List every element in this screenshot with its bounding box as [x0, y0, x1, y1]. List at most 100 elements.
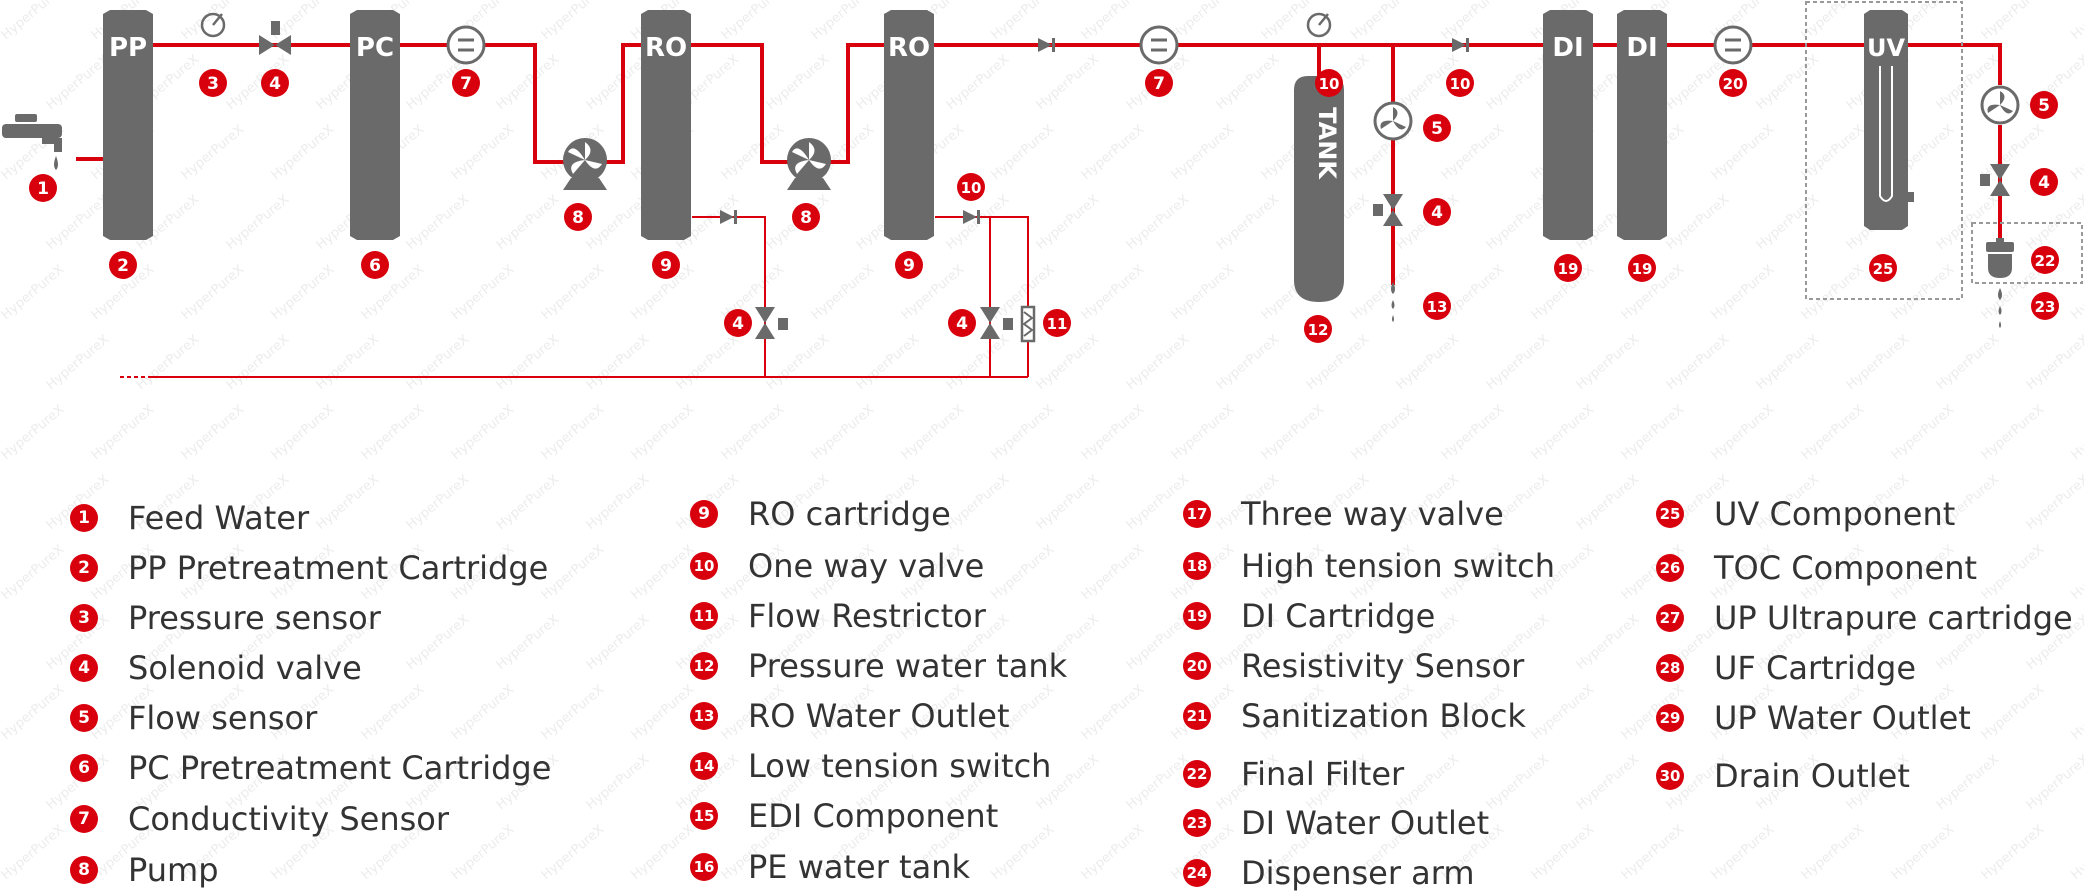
watermark-text: HyperPureX — [989, 822, 1058, 883]
main-line-uv — [1300, 43, 2002, 85]
marker-number: 12 — [1308, 321, 1329, 339]
pump-icon — [787, 138, 831, 190]
watermark-text: HyperPureX — [629, 402, 698, 463]
legend-number-badge: 17 — [1183, 500, 1211, 528]
legend-label: RO Water Outlet — [748, 697, 1010, 735]
watermark-text: HyperPureX — [1169, 402, 1238, 463]
watermark-text: HyperPureX — [1889, 402, 1958, 463]
watermark-text: HyperPureX — [494, 472, 563, 533]
watermark-text: HyperPureX — [44, 192, 113, 253]
legend-item: 13 RO Water Outlet — [690, 694, 1010, 738]
watermark-text: HyperPureX — [1079, 682, 1148, 743]
watermark-text: HyperPureX — [494, 332, 563, 393]
legend-number-badge: 13 — [690, 702, 718, 730]
legend-number-badge: 6 — [70, 754, 98, 782]
marker-9: 9 — [652, 251, 680, 279]
cartridge-label: TANK — [1313, 107, 1341, 180]
watermark-text: HyperPureX — [269, 262, 338, 323]
watermark-text: HyperPureX — [989, 122, 1058, 183]
watermark-text: HyperPureX — [2069, 542, 2084, 603]
marker-19: 19 — [1554, 254, 1582, 282]
watermark-text: HyperPureX — [719, 122, 788, 183]
solenoid-valve-icon — [259, 21, 291, 55]
watermark-text: HyperPureX — [269, 122, 338, 183]
watermark-text: HyperPureX — [224, 192, 293, 253]
watermark-text: HyperPureX — [2024, 752, 2084, 813]
watermark-text: HyperPureX — [1574, 472, 1643, 533]
watermark-text: HyperPureX — [404, 612, 473, 673]
watermark-text: HyperPureX — [2069, 122, 2084, 183]
watermark-text: HyperPureX — [989, 402, 1058, 463]
conductivity-sensor-icon — [1139, 25, 1179, 65]
legend-label: Sanitization Block — [1241, 697, 1526, 735]
legend-number-badge: 10 — [690, 552, 718, 580]
watermark-text: HyperPureX — [899, 402, 968, 463]
watermark-text: HyperPureX — [1799, 262, 1868, 323]
watermark-text: HyperPureX — [719, 0, 788, 43]
cartridge-label: PC — [356, 33, 394, 63]
watermark-text: HyperPureX — [1844, 332, 1913, 393]
watermark-text: HyperPureX — [1484, 332, 1553, 393]
watermark-text: HyperPureX — [1484, 52, 1553, 113]
marker-6: 6 — [361, 251, 389, 279]
water-drops-icon — [1391, 282, 1395, 322]
watermark-text: HyperPureX — [944, 332, 1013, 393]
watermark-text: HyperPureX — [1079, 402, 1148, 463]
watermark-text: HyperPureX — [809, 262, 878, 323]
watermark-text: HyperPureX — [449, 822, 518, 883]
watermark-text: HyperPureX — [1664, 332, 1733, 393]
marker-10: 10 — [1446, 69, 1474, 97]
watermark-text: HyperPureX — [269, 402, 338, 463]
legend-number-badge: 23 — [1183, 809, 1211, 837]
marker-number: 3 — [207, 74, 219, 94]
watermark-text: HyperPureX — [1799, 402, 1868, 463]
marker-5: 5 — [1423, 114, 1451, 142]
watermark-text: HyperPureX — [404, 192, 473, 253]
marker-5: 5 — [2030, 91, 2058, 119]
cartridge-label: RO — [645, 33, 687, 63]
watermark-text: HyperPureX — [1979, 542, 2048, 603]
main-line-upper — [103, 43, 569, 164]
watermark-text: HyperPureX — [1169, 0, 1238, 43]
marker-number: 13 — [1427, 298, 1448, 316]
watermark-text: HyperPureX — [404, 332, 473, 393]
legend-label: Pressure water tank — [748, 647, 1068, 685]
watermark-text: HyperPureX — [854, 332, 923, 393]
legend-number-badge: 3 — [70, 604, 98, 632]
watermark-text: HyperPureX — [1979, 0, 2048, 43]
watermark-text: HyperPureX — [179, 122, 248, 183]
watermark-text: HyperPureX — [449, 682, 518, 743]
marker-number: 7 — [1153, 74, 1165, 94]
legend-label: DI Water Outlet — [1241, 804, 1490, 842]
marker-number: 8 — [800, 208, 812, 228]
watermark-text: HyperPureX — [1979, 402, 2048, 463]
marker-number: 4 — [1431, 203, 1443, 223]
watermark-text: HyperPureX — [1709, 122, 1778, 183]
watermark-text: HyperPureX — [1754, 332, 1823, 393]
legend-label: High tension switch — [1241, 547, 1555, 585]
watermark-text: HyperPureX — [1124, 192, 1193, 253]
legend-number-badge: 16 — [690, 853, 718, 881]
marker-number: 23 — [2035, 298, 2056, 316]
marker-number: 4 — [732, 314, 744, 334]
marker-4: 4 — [948, 309, 976, 337]
marker-1: 1 — [29, 174, 57, 202]
one-way-valve-icon — [1038, 38, 1055, 52]
watermark-text: HyperPureX — [674, 332, 743, 393]
watermark-text: HyperPureX — [944, 52, 1013, 113]
marker-number: 10 — [1450, 75, 1471, 93]
marker-number: 5 — [1431, 119, 1443, 139]
watermark-text: HyperPureX — [2069, 262, 2084, 323]
legend-number-badge: 1 — [70, 504, 98, 532]
watermark-text: HyperPureX — [0, 822, 67, 883]
